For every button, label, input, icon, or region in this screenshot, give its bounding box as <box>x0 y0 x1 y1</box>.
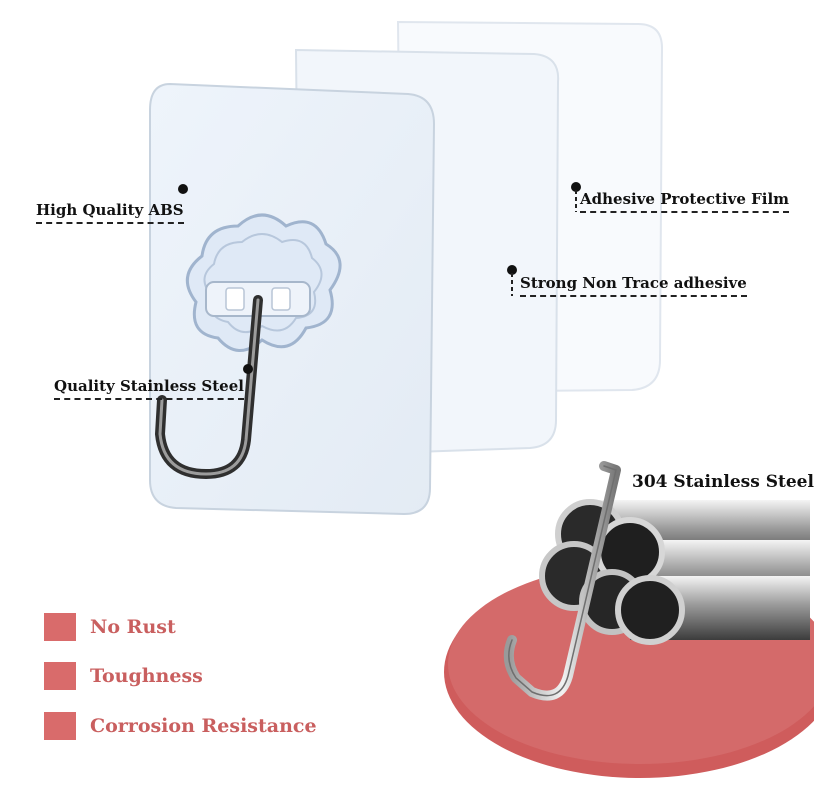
callout-dot <box>243 364 253 374</box>
callout-dot <box>178 184 188 194</box>
feature-corrosion-resistance: Corrosion Resistance <box>44 712 317 740</box>
callout-dot <box>571 182 581 192</box>
feature-square-icon <box>44 613 76 641</box>
feature-label: Toughness <box>90 665 203 687</box>
feature-label: Corrosion Resistance <box>90 715 317 737</box>
feature-square-icon <box>44 662 76 690</box>
feature-no-rust: No Rust <box>44 613 176 641</box>
feature-label: No Rust <box>90 616 176 638</box>
hook-flower-inner <box>203 233 323 333</box>
feature-toughness: Toughness <box>44 662 203 690</box>
feature-square-icon <box>44 712 76 740</box>
callout-abs: High Quality ABS <box>36 201 184 224</box>
callout-dot <box>507 265 517 275</box>
callout-adhesive: Strong Non Trace adhesive <box>520 274 747 297</box>
callout-protective-film: Adhesive Protective Film <box>580 190 790 213</box>
callout-304-steel: 304 Stainless Steel <box>632 472 814 492</box>
callout-quality-steel: Quality Stainless Steel <box>54 377 244 400</box>
